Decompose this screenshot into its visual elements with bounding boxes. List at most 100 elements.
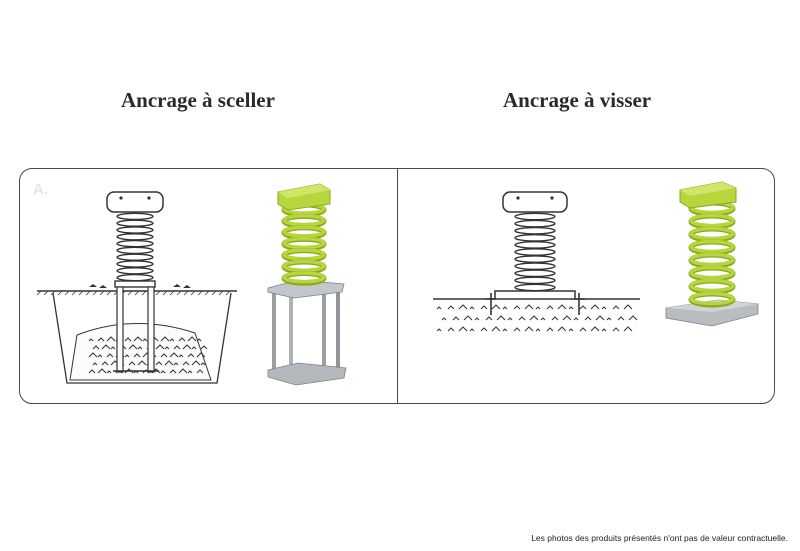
bolt xyxy=(119,196,123,200)
gravel-mark xyxy=(590,304,600,310)
gravel-mark xyxy=(502,306,508,310)
gravel-mark xyxy=(469,306,475,310)
spring-coil xyxy=(514,248,556,256)
hatch-mark xyxy=(204,290,210,296)
seat-outline xyxy=(502,191,568,213)
gravel-mark xyxy=(196,338,202,342)
hatch-mark xyxy=(71,290,77,296)
gravel-mark xyxy=(169,352,179,358)
sealed-anchor-photo xyxy=(267,183,347,386)
gravel-mark xyxy=(164,346,170,350)
screwed-anchor-photo xyxy=(665,181,759,327)
gravel-mark xyxy=(540,317,546,321)
gravel-mark xyxy=(507,317,513,321)
spring-coil xyxy=(116,239,154,248)
screw-plate xyxy=(485,290,585,300)
gravel-mark xyxy=(155,361,163,366)
bolt xyxy=(516,196,520,200)
gravel-mark xyxy=(491,326,501,332)
gravel-mark xyxy=(196,352,206,358)
gravel-mark xyxy=(97,368,107,374)
spring-coil xyxy=(116,246,154,255)
spring-coil xyxy=(282,225,326,238)
gravel-mark xyxy=(535,328,541,332)
gravel-mark xyxy=(579,305,587,310)
spring-coil xyxy=(514,283,556,292)
hatch-mark xyxy=(225,290,231,296)
spring-coil xyxy=(514,255,556,263)
spring-coil xyxy=(689,291,735,306)
title-anchor-screw: Ancrage à visser xyxy=(503,88,652,112)
screwed-anchor-diagram xyxy=(433,191,640,332)
stone xyxy=(89,284,97,287)
gravel-mark xyxy=(142,338,148,342)
gravel-mark xyxy=(535,306,541,310)
gravel-mark xyxy=(196,369,204,374)
gravel-mark xyxy=(568,306,574,310)
gravel-mark xyxy=(436,306,442,310)
hatch-mark xyxy=(99,290,105,296)
gravel-mark xyxy=(101,361,109,366)
hatch-mark xyxy=(92,290,98,296)
cage-leg xyxy=(289,294,293,376)
gravel-mark xyxy=(452,316,460,321)
hatch-mark xyxy=(127,290,133,296)
green-spring xyxy=(688,200,736,308)
gravel-mark xyxy=(496,315,506,321)
spring-coil xyxy=(689,252,735,267)
hatch-mark xyxy=(141,290,147,296)
spring-coil xyxy=(282,259,326,272)
bolt xyxy=(550,196,554,200)
hatch-mark xyxy=(162,290,168,296)
gravel-mark xyxy=(463,315,473,321)
green-spring xyxy=(281,202,327,286)
stone xyxy=(183,285,191,288)
gravel-mark xyxy=(606,317,612,321)
disclaimer-text: Les photos des produits présentés n'ont … xyxy=(531,533,788,543)
gravel-mark xyxy=(601,306,607,310)
frame-divider xyxy=(397,168,398,404)
gravel-mark xyxy=(88,369,96,374)
base-plate xyxy=(114,280,156,288)
gravel-mark xyxy=(160,353,168,358)
gravel-mark xyxy=(529,315,539,321)
gravel-mark xyxy=(595,315,605,321)
gravel-mark xyxy=(97,354,103,358)
green-seat-top xyxy=(680,182,736,196)
spring-coil xyxy=(282,248,326,261)
gravel-mark xyxy=(97,337,105,342)
gravel-mark xyxy=(502,328,508,332)
gravel-mark xyxy=(557,304,567,310)
gravel-mark xyxy=(579,327,587,332)
gravel-mark xyxy=(88,338,94,342)
gravel-mark xyxy=(110,346,116,350)
title-anchor-seal: Ancrage à sceller xyxy=(121,88,275,112)
cage-leg xyxy=(336,290,340,368)
hatch-mark xyxy=(78,290,84,296)
hatch-mark xyxy=(190,290,196,296)
hatch-mark xyxy=(176,290,182,296)
gravel-mark xyxy=(524,304,534,310)
gravel-mark xyxy=(551,316,559,321)
gravel-mark xyxy=(124,354,130,358)
gravel-mark xyxy=(173,362,179,366)
gravel-mark xyxy=(617,316,625,321)
gravel-mark xyxy=(128,361,136,366)
spring-coil xyxy=(514,262,556,271)
cage-leg xyxy=(322,288,326,374)
gravel-mark xyxy=(182,344,192,350)
gravel-mark xyxy=(436,328,442,332)
hatch-mark xyxy=(183,290,189,296)
bolt xyxy=(147,196,151,200)
gravel-mark xyxy=(187,336,197,342)
hatch-mark xyxy=(169,290,175,296)
spring-coil xyxy=(514,276,556,285)
gravel-mark xyxy=(178,337,186,342)
gravel-mark xyxy=(584,316,592,321)
spring-coil xyxy=(514,226,556,235)
spring-coil xyxy=(514,233,556,242)
gravel-mark xyxy=(124,337,132,342)
spring-coil xyxy=(282,271,326,284)
gravel-mark xyxy=(178,368,188,374)
gravel-mark xyxy=(441,317,447,321)
